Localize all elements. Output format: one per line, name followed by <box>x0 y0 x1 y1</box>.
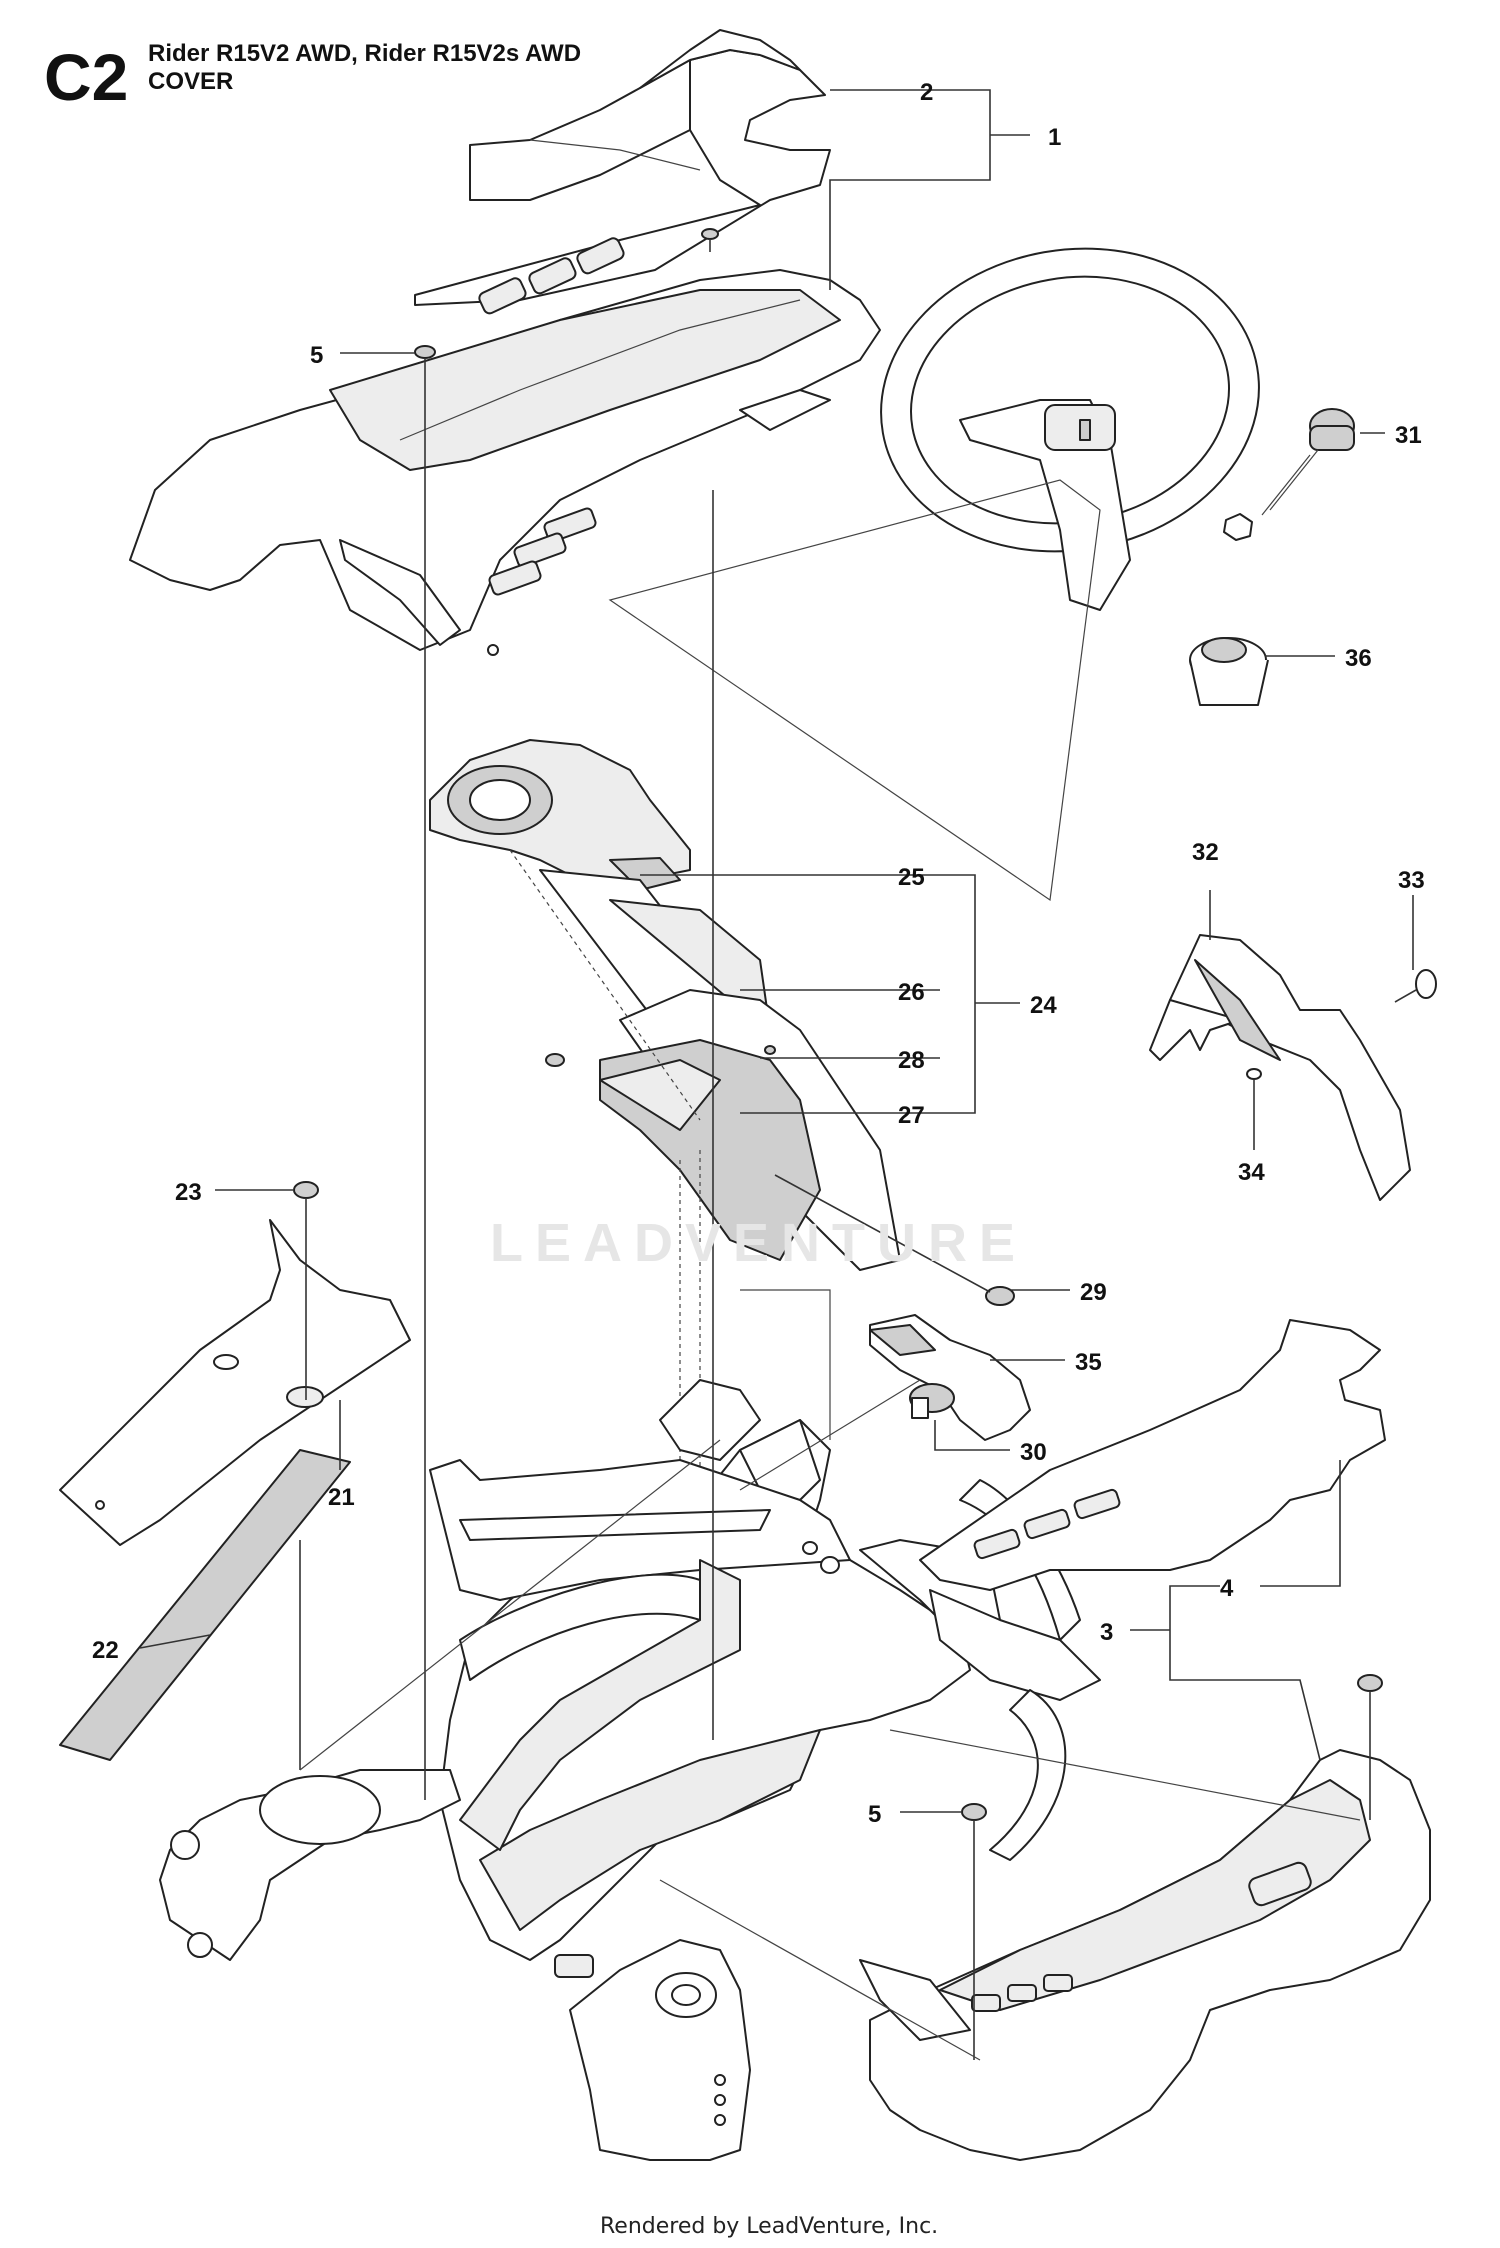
leader-lines <box>139 89 1414 1813</box>
wheel-cap[interactable] <box>1261 408 1355 516</box>
rear-fender-mat[interactable] <box>919 1319 1386 1591</box>
side-cover-seal[interactable] <box>59 1449 351 1761</box>
front-cover[interactable] <box>129 269 881 656</box>
frame[interactable] <box>159 1379 1101 2161</box>
callout-30: 31 <box>1395 422 1422 449</box>
watermark: LEADVENTURE <box>490 1213 1028 1273</box>
callout-36: 36 <box>1345 645 1372 672</box>
switch-bracket[interactable] <box>869 1314 1031 1441</box>
callout-32: 33 <box>1398 867 1425 894</box>
dash-panel[interactable] <box>429 739 691 891</box>
callout-2: 2 <box>920 79 933 106</box>
screw-col-left[interactable] <box>545 1053 565 1067</box>
screw-top-a[interactable] <box>414 345 436 372</box>
pin-32[interactable] <box>1394 969 1437 1003</box>
callout-4: 4 <box>1220 1575 1234 1602</box>
footer-credit: Rendered by LeadVenture, Inc. <box>600 2214 939 2239</box>
callout-23: 23 <box>175 1179 202 1206</box>
screw-28[interactable] <box>764 1045 776 1055</box>
guide-lines <box>299 372 1361 2061</box>
nut[interactable] <box>1223 513 1253 541</box>
callout-33: 34 <box>1238 1159 1265 1186</box>
diagram-subtitle: COVER <box>148 68 234 95</box>
callout-26: 26 <box>898 979 925 1006</box>
rear-fender[interactable] <box>859 1749 1431 2161</box>
screw-29[interactable] <box>774 1174 1015 1306</box>
screw-rear-fender[interactable] <box>1357 1674 1383 1820</box>
screw-top-b[interactable] <box>701 228 719 252</box>
side-panel-21[interactable] <box>59 1219 411 1546</box>
diagram-title: Rider R15V2 AWD, Rider R15V2s AWD <box>148 40 582 67</box>
callout-34: 35 <box>1075 1349 1102 1376</box>
callout-27: 27 <box>898 1102 925 1129</box>
screw-bottom[interactable] <box>961 1803 987 2060</box>
callout-24: 24 <box>1030 992 1057 1019</box>
callout-labels: 2 1 5 31 36 32 33 25 26 24 28 27 34 23 2… <box>92 79 1425 1828</box>
steering-column-cover[interactable] <box>509 849 901 1500</box>
callout-35: 30 <box>1020 1439 1047 1466</box>
callout-5-top: 5 <box>310 342 323 369</box>
callout-22: 22 <box>92 1637 119 1664</box>
callout-5-bottom: 5 <box>868 1801 881 1828</box>
callout-3: 3 <box>1100 1619 1113 1646</box>
callout-1: 1 <box>1048 124 1061 151</box>
callout-21: 21 <box>328 1484 355 1511</box>
callout-25: 25 <box>898 864 925 891</box>
washer-33[interactable] <box>1246 1068 1262 1080</box>
callout-31: 32 <box>1192 839 1219 866</box>
callout-28: 28 <box>898 1047 925 1074</box>
side-cover[interactable] <box>1149 934 1411 1201</box>
callout-29: 29 <box>1080 1279 1107 1306</box>
bushing[interactable] <box>1189 637 1269 706</box>
diagram-code: C2 <box>44 40 129 114</box>
front-cover-mat[interactable] <box>414 29 831 315</box>
steering-wheel[interactable] <box>857 219 1283 611</box>
headlamp-bulb[interactable] <box>909 1383 955 1419</box>
